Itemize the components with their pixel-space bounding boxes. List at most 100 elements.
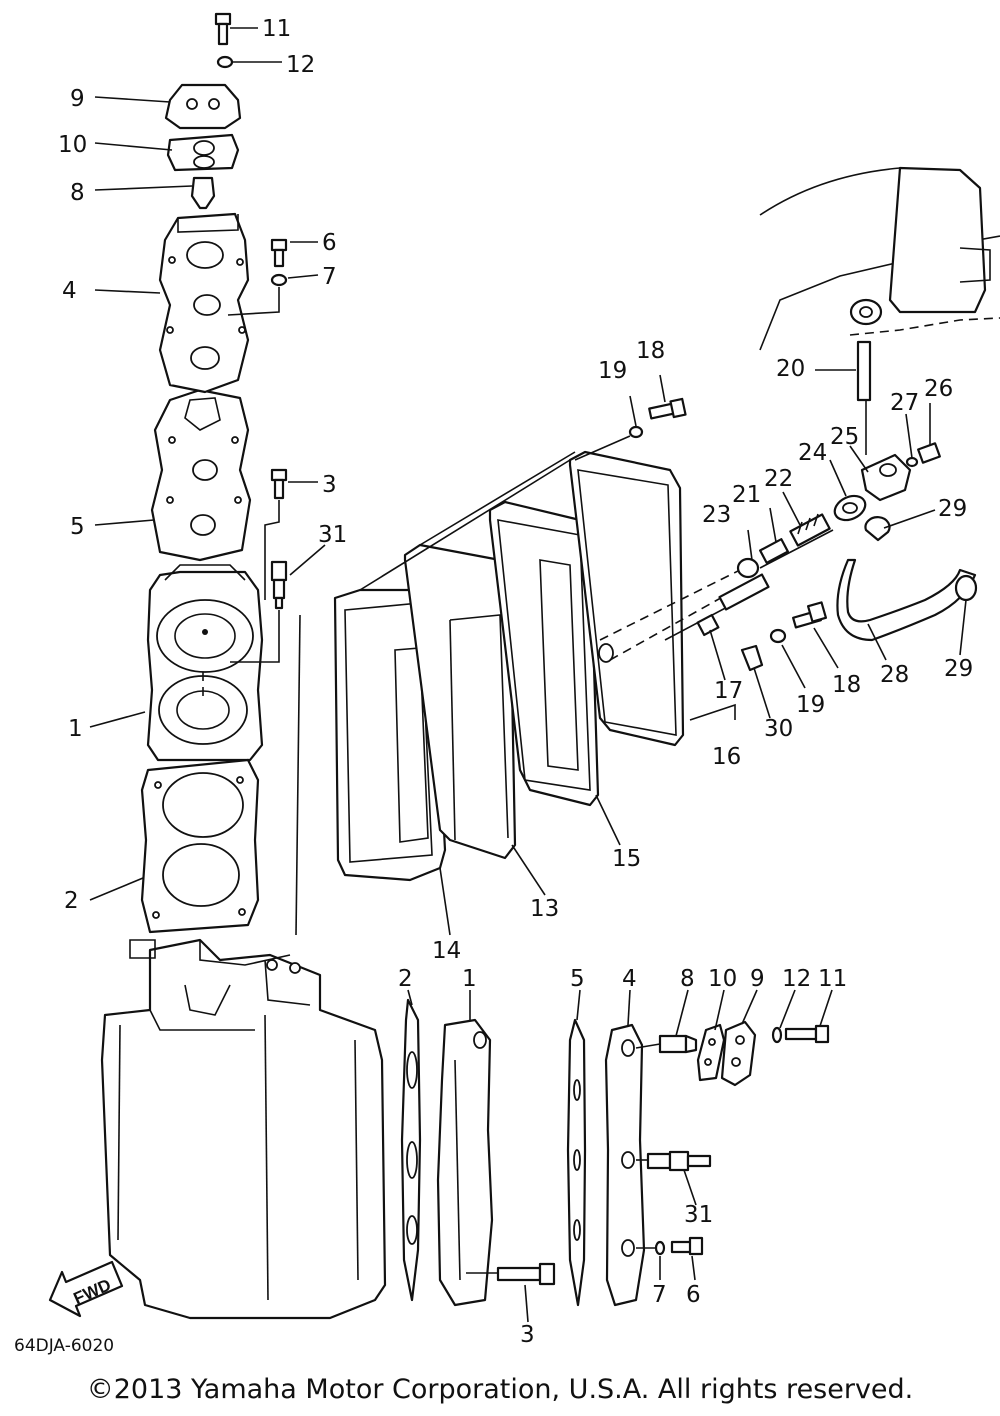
- bolt-26: [917, 442, 941, 464]
- cylinder-part: [146, 564, 264, 762]
- tube-20: [856, 340, 872, 402]
- part-label: 31: [318, 522, 347, 548]
- part-label: 8: [70, 180, 85, 206]
- thermostat-8-side: [658, 1034, 698, 1054]
- spark-plug-31: [270, 560, 288, 610]
- part-label: 10: [58, 132, 87, 158]
- part-label: 11: [262, 16, 291, 42]
- part-label: 8: [680, 966, 695, 992]
- bolt-6-side: [670, 1236, 704, 1256]
- washer-12: [216, 55, 234, 69]
- washer-7-side: [654, 1240, 666, 1256]
- part-label: 11: [818, 966, 847, 992]
- part-label: 13: [530, 896, 559, 922]
- gasket-10: [166, 133, 240, 172]
- part-label: 9: [750, 966, 765, 992]
- part-label: 23: [702, 502, 731, 528]
- bolt-11: [214, 12, 232, 46]
- part-label: 21: [732, 482, 761, 508]
- part-label: 7: [652, 1282, 667, 1308]
- part-label: 29: [938, 496, 967, 522]
- part-label: 12: [286, 52, 315, 78]
- gasket-5-side: [566, 1018, 587, 1307]
- part-label: 5: [70, 514, 85, 540]
- grommet-20-top: [849, 298, 883, 326]
- spark-plug-31-side: [646, 1150, 712, 1172]
- bolt-3: [270, 468, 288, 500]
- drawing-code: 64DJA-6020: [14, 1336, 115, 1356]
- part-label: 2: [398, 966, 413, 992]
- part-label: 19: [598, 358, 627, 384]
- cover-25: [860, 453, 912, 502]
- part-label: 22: [764, 466, 793, 492]
- upper-housing: [759, 166, 991, 314]
- part-label: 24: [798, 440, 827, 466]
- washer-12-side: [771, 1026, 783, 1044]
- part-label: 2: [64, 888, 79, 914]
- head-cover-4: [158, 212, 250, 394]
- clamp-29-upper: [864, 516, 891, 542]
- pipe-17: [696, 573, 770, 637]
- part-label: 17: [714, 678, 743, 704]
- part-label: 18: [636, 338, 665, 364]
- part-label: 30: [764, 716, 793, 742]
- grommet-23: [736, 557, 760, 579]
- gasket-10-side: [696, 1023, 726, 1082]
- part-label: 19: [796, 692, 825, 718]
- part-label: 16: [712, 744, 741, 770]
- part-label: 29: [944, 656, 973, 682]
- clamp-29-lower: [954, 574, 978, 602]
- part-label: 14: [432, 938, 461, 964]
- part-label: 31: [684, 1202, 713, 1228]
- copyright-notice: ©2013 Yamaha Motor Corporation, U.S.A. A…: [86, 1374, 914, 1405]
- spring-22: [789, 513, 831, 547]
- bolt-18-upper: [648, 397, 687, 420]
- cylinder-1-side: [436, 1018, 494, 1307]
- part-label: 27: [890, 390, 919, 416]
- washer-19-lower: [769, 628, 787, 644]
- part-label: 3: [520, 1322, 535, 1348]
- part-label: 18: [832, 672, 861, 698]
- thermostat-8: [190, 176, 216, 210]
- bolt-3-side: [496, 1262, 556, 1286]
- part-label: 28: [880, 662, 909, 688]
- part-label: 25: [830, 424, 859, 450]
- part-label: 1: [68, 716, 83, 742]
- part-label: 6: [322, 230, 337, 256]
- part-label: 7: [322, 264, 337, 290]
- leader-lines: [89, 27, 967, 1323]
- gasket-24: [833, 494, 867, 522]
- cover-9-side: [720, 1020, 757, 1087]
- part-labels: 11 12 9 10 8 6 7 4 5 3 31 1 2 14 13 15 1…: [58, 16, 973, 1348]
- part-label: 3: [322, 472, 337, 498]
- washer-19-upper: [628, 425, 644, 439]
- bolt-18-lower: [792, 601, 828, 629]
- bolt-11-side: [784, 1024, 830, 1044]
- part-label: 26: [924, 376, 953, 402]
- part-label: 5: [570, 966, 585, 992]
- part-label: 9: [70, 86, 85, 112]
- gasket-2-side: [400, 998, 422, 1302]
- part-label: 4: [62, 278, 77, 304]
- head-cover-4-side: [604, 1023, 646, 1307]
- hose-28: [836, 558, 977, 642]
- bolt-6: [270, 238, 288, 268]
- washer-7: [270, 273, 288, 287]
- part-label: 12: [782, 966, 811, 992]
- thermostat-cover-9: [164, 83, 242, 130]
- part-label: 10: [708, 966, 737, 992]
- part-label: 20: [776, 356, 805, 382]
- plate-16: [568, 450, 685, 747]
- fwd-arrow-icon: FWD: [48, 1260, 124, 1318]
- part-label: 4: [622, 966, 637, 992]
- part-label: 15: [612, 846, 641, 872]
- engine-block: [100, 938, 387, 1320]
- fitting-21: [759, 538, 789, 564]
- part-label: 1: [462, 966, 477, 992]
- washer-27: [905, 456, 919, 468]
- cap-30: [740, 644, 764, 672]
- plate-13: [403, 543, 517, 860]
- gasket-5: [150, 388, 252, 562]
- part-label: 6: [686, 1282, 701, 1308]
